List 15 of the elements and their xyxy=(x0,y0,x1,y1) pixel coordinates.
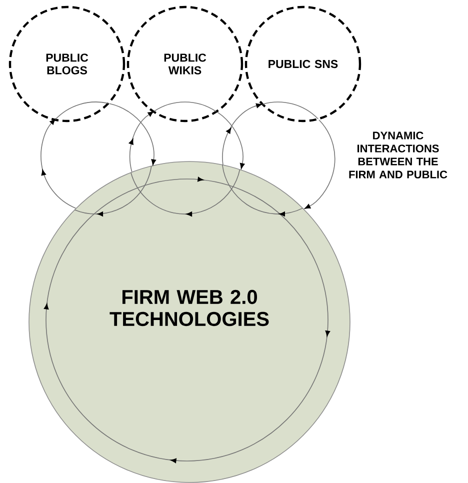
arrow xyxy=(217,112,245,169)
annotation-text: DYNAMIC INTERACTIONS BETWEEN THE FIRM AND PUBLIC xyxy=(349,132,448,178)
filled-circle xyxy=(28,161,350,483)
dashed-circle xyxy=(244,6,362,122)
dashed-circle xyxy=(8,6,126,122)
node-label: FIRM WEB 2.0 TECHNOLOGIES xyxy=(110,290,269,326)
node-label: PUBLIC BLOGS xyxy=(46,54,88,74)
arrow xyxy=(222,103,262,166)
arrow xyxy=(128,111,154,172)
dashed-circle xyxy=(126,6,244,122)
node-label: PUBLIC SNS xyxy=(268,60,338,68)
arrow xyxy=(304,119,336,209)
node-label: PUBLIC WIKIS xyxy=(164,54,206,74)
arrow xyxy=(40,118,76,209)
arrow xyxy=(109,103,156,166)
